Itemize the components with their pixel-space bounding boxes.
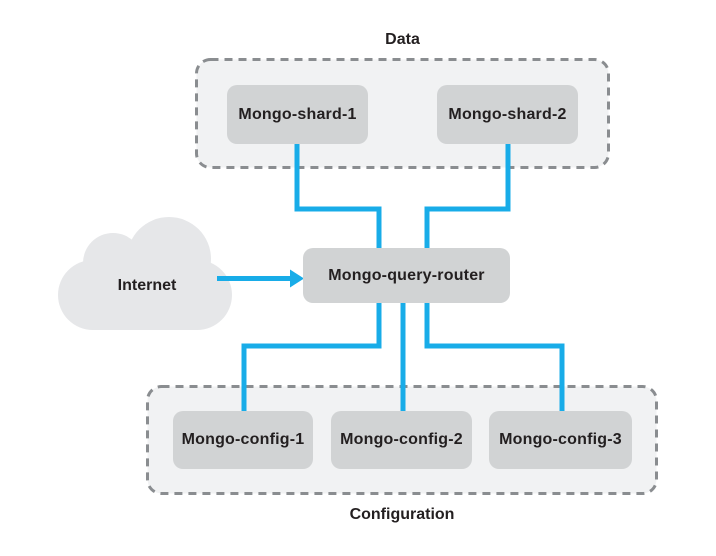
connector-shard2-router [424,142,511,250]
connector-shard1-router [294,142,382,250]
internet-to-router-arrow [217,269,304,288]
node-mongo-shard-1: Mongo-shard-1 [227,85,368,144]
node-mongo-config-2: Mongo-config-2 [331,411,472,469]
configuration-group-label: Configuration [349,506,455,523]
connector-router-config1 [241,301,382,413]
node-mongo-query-router: Mongo-query-router [303,248,510,303]
node-mongo-config-3: Mongo-config-3 [489,411,632,469]
internet-cloud-icon [58,217,232,330]
data-group-label: Data [385,31,420,48]
node-mongo-shard-2: Mongo-shard-2 [437,85,578,144]
internet-label: Internet [117,277,177,294]
connector-router-config3 [424,301,565,413]
node-mongo-config-1: Mongo-config-1 [173,411,313,469]
